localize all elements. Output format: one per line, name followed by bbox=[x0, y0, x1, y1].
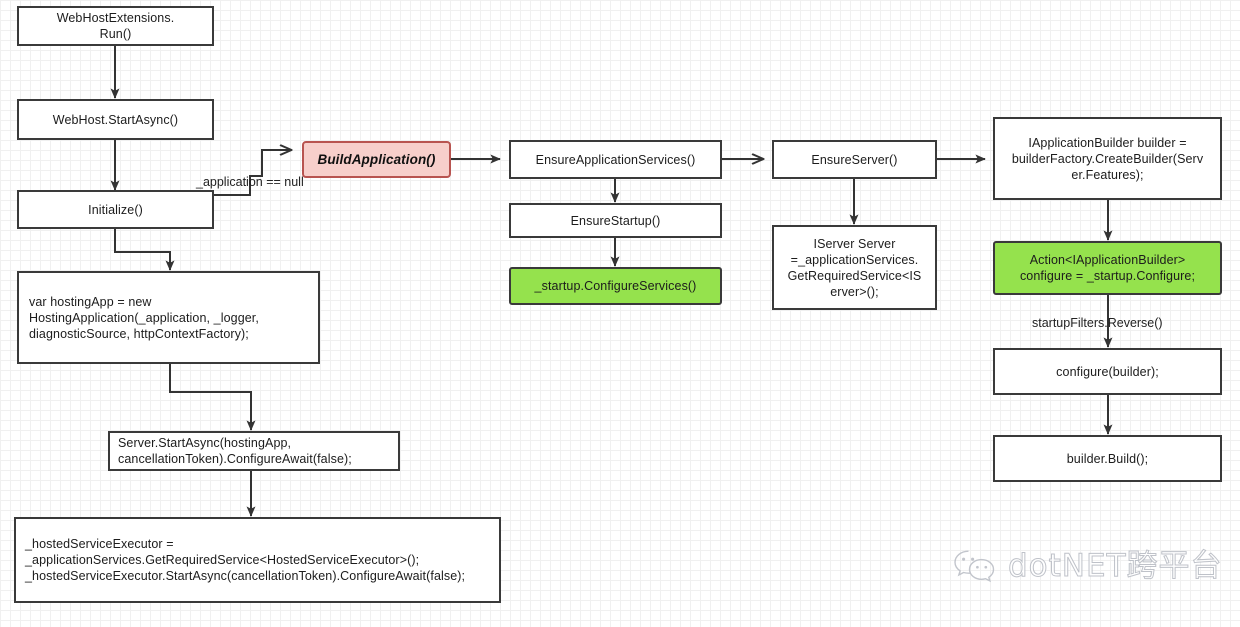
node-server-startasync[interactable]: Server.StartAsync(hostingApp, cancellati… bbox=[108, 431, 400, 471]
node-buildapplication[interactable]: BuildApplication() bbox=[302, 141, 451, 178]
node-hostingapplication[interactable]: var hostingApp = new HostingApplication(… bbox=[17, 271, 320, 364]
node-hostedservice-executor[interactable]: _hostedServiceExecutor = _applicationSer… bbox=[14, 517, 501, 603]
node-ensurestartup[interactable]: EnsureStartup() bbox=[509, 203, 722, 238]
wechat-icon bbox=[954, 550, 995, 583]
node-webhostextensions-run[interactable]: WebHostExtensions. Run() bbox=[17, 6, 214, 46]
node-ensureserver[interactable]: EnsureServer() bbox=[772, 140, 937, 179]
node-action-configure[interactable]: Action<IApplicationBuilder> configure = … bbox=[993, 241, 1222, 295]
node-initialize[interactable]: Initialize() bbox=[17, 190, 214, 229]
node-startup-configureservices[interactable]: _startup.ConfigureServices() bbox=[509, 267, 722, 305]
node-webhost-startasync[interactable]: WebHost.StartAsync() bbox=[17, 99, 214, 140]
watermark: dotNET跨平台 bbox=[952, 548, 1223, 584]
edge-label-startupfilters-reverse: startupFilters.Reverse() bbox=[1032, 316, 1163, 330]
edge-hostingapp-to-serverstartasync bbox=[169, 364, 256, 431]
node-builder-build[interactable]: builder.Build(); bbox=[993, 435, 1222, 482]
node-configure-builder[interactable]: configure(builder); bbox=[993, 348, 1222, 395]
node-iapplicationbuilder[interactable]: IApplicationBuilder builder = builderFac… bbox=[993, 117, 1222, 200]
node-ensureapplicationservices[interactable]: EnsureApplicationServices() bbox=[509, 140, 722, 179]
edge-label-application-null: _application == null bbox=[196, 175, 304, 189]
node-iserver-server[interactable]: IServer Server =_applicationServices. Ge… bbox=[772, 225, 937, 310]
watermark-text: dotNET跨平台 bbox=[1008, 547, 1223, 584]
